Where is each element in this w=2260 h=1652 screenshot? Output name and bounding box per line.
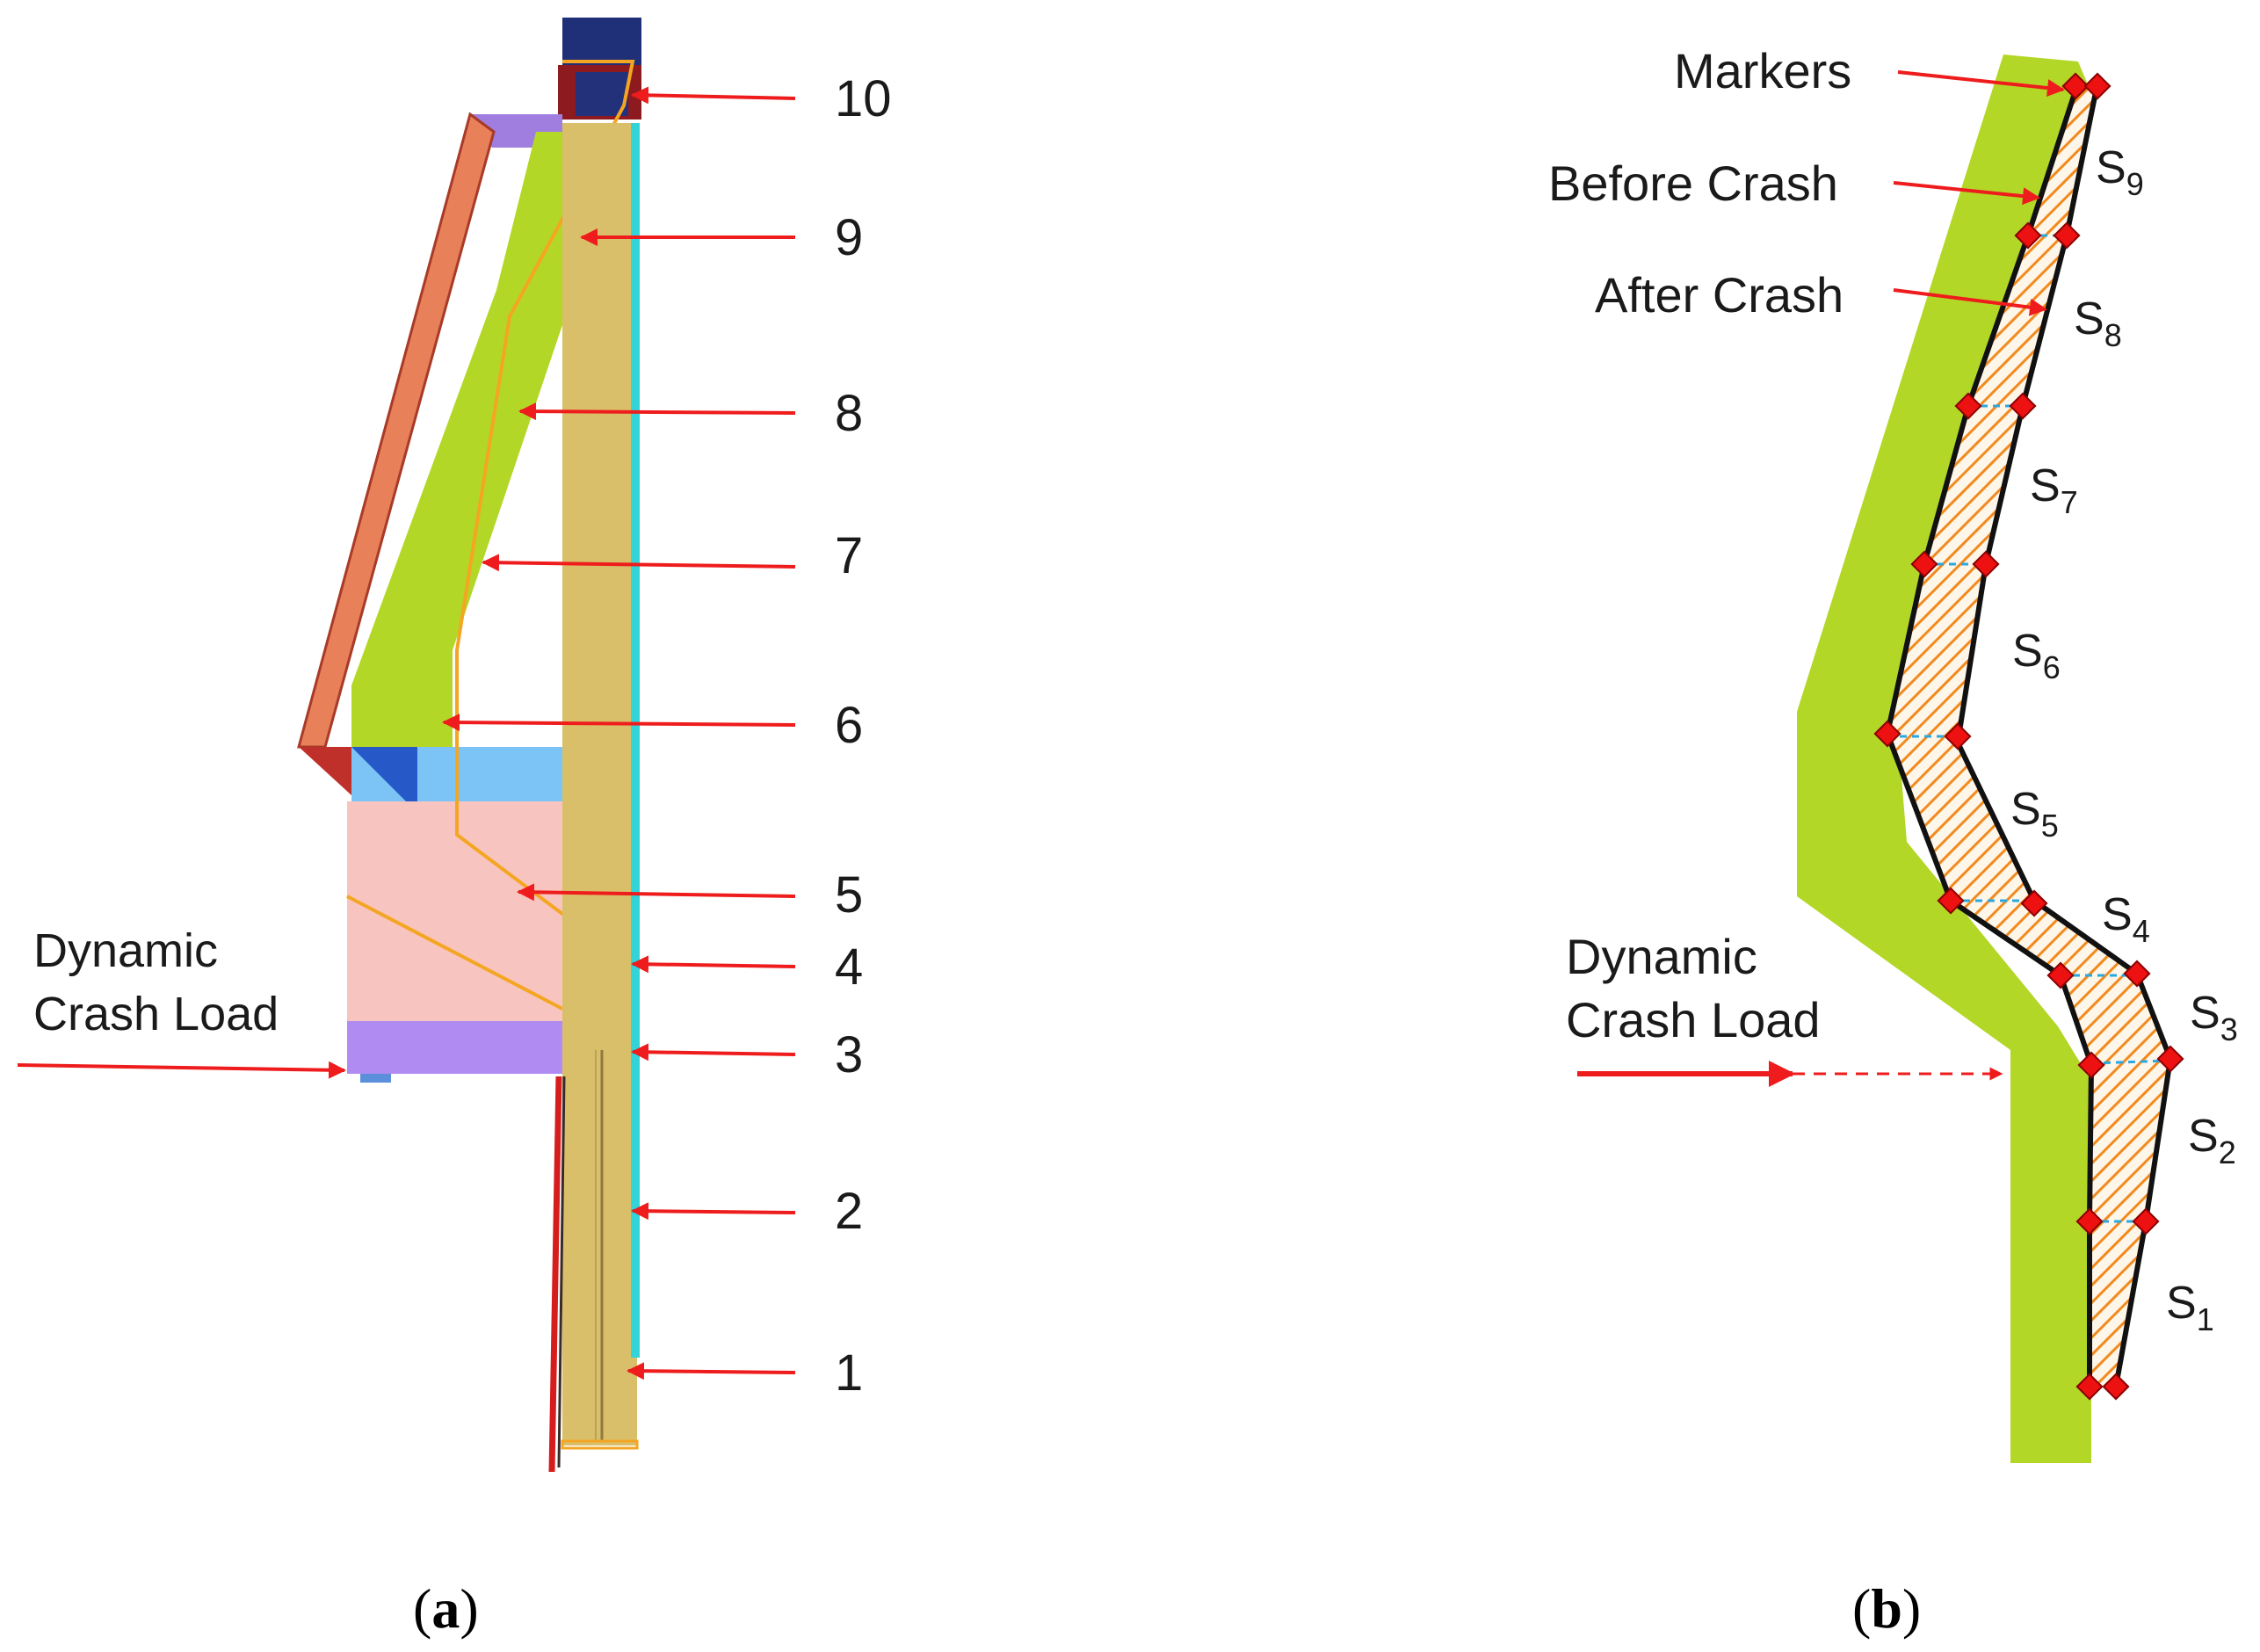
part-number-9: 9 <box>835 209 863 266</box>
arrow-part-10 <box>631 86 796 105</box>
orange-outline <box>455 60 635 968</box>
load-label-a-line2: Crash Load <box>33 988 279 1040</box>
marker <box>2102 1373 2130 1401</box>
marker <box>1910 550 1938 578</box>
marker <box>1972 550 2000 578</box>
green-beam <box>1797 54 2091 1463</box>
part-number-3: 3 <box>835 1026 863 1083</box>
arrow-part-1 <box>627 1362 796 1380</box>
arrow-after-crash <box>1893 288 2047 316</box>
marker <box>2009 392 2037 420</box>
load-label-b-line2: Crash Load <box>1566 992 1821 1047</box>
segment-label-s9: S9 <box>2096 142 2144 202</box>
cyan-strip <box>631 123 640 1358</box>
arrow-part-5 <box>517 883 796 902</box>
segment-label-s8: S8 <box>2074 293 2122 353</box>
part-number-4: 4 <box>835 938 863 996</box>
arrow-before-crash <box>1893 181 2040 206</box>
after-crash-line <box>1954 87 2174 1388</box>
panel-a-leader-arrows <box>17 86 796 1380</box>
before-crash-label: Before Crash <box>1548 156 1838 211</box>
marker <box>2046 961 2075 989</box>
marker <box>2132 1207 2160 1235</box>
arrow-load-a <box>17 1061 346 1079</box>
marker <box>2014 221 2042 250</box>
arrow-part-6 <box>442 714 796 732</box>
panel-a-part-numbers: 10 9 8 7 6 5 4 3 2 1 <box>835 70 892 1402</box>
panel-b-label-arrows <box>1577 70 2065 1087</box>
part-number-2: 2 <box>835 1183 863 1240</box>
part-number-10: 10 <box>835 70 892 127</box>
panel-b-drawing <box>1797 54 2184 1463</box>
marker <box>2053 221 2081 250</box>
arrow-markers <box>1897 70 2065 98</box>
marker <box>2075 1207 2104 1235</box>
arrow-part-2 <box>631 1202 796 1221</box>
segment-label-s6: S6 <box>2012 626 2061 685</box>
green-panel <box>351 132 562 747</box>
marker <box>2123 960 2151 988</box>
arrow-part-8 <box>518 402 796 421</box>
marker <box>2083 72 2112 100</box>
segment-label-s7: S7 <box>2030 460 2078 520</box>
caption-a: (a) <box>413 1577 479 1640</box>
segment-label-s3: S3 <box>2190 988 2238 1047</box>
orange-outline-2 <box>346 895 563 1011</box>
arrow-part-4 <box>631 955 796 974</box>
after-crash-label: After Crash <box>1595 267 1843 322</box>
segment-label-s4: S4 <box>2102 889 2150 949</box>
top-bracket-inner <box>576 72 628 116</box>
panel-a-drawing <box>297 18 641 1473</box>
connector <box>2090 1059 2171 1065</box>
marker <box>1954 392 1982 420</box>
load-label-a-line1: Dynamic <box>33 924 218 977</box>
pink-block <box>347 801 562 1021</box>
before-crash-line <box>1884 87 2095 1387</box>
blue-wedge <box>351 747 417 813</box>
marker <box>2077 1051 2105 1079</box>
marker <box>2156 1045 2184 1073</box>
marker <box>1944 722 1972 750</box>
caption-b-letter: b <box>1871 1577 1902 1640</box>
marker <box>2061 72 2090 100</box>
small-blue-foot <box>360 1074 391 1083</box>
part-number-7: 7 <box>835 527 863 584</box>
load-label-b-line1: Dynamic <box>1566 929 1757 984</box>
markers-label: Markers <box>1674 43 1851 98</box>
marker-diamonds <box>1873 72 2184 1401</box>
part-number-8: 8 <box>835 385 863 442</box>
segment-label-s1: S1 <box>2166 1278 2214 1337</box>
caption-b: (b) <box>1852 1577 1921 1640</box>
tan-column <box>562 123 637 1446</box>
column-base <box>561 1439 639 1450</box>
caption-a-letter: a <box>431 1577 460 1640</box>
arrow-part-7 <box>482 554 796 572</box>
marker <box>2020 889 2048 917</box>
red-vertical-rod <box>548 1076 562 1473</box>
marker <box>1937 887 1965 915</box>
marker <box>2075 1373 2104 1401</box>
marker <box>1873 720 1901 748</box>
dark-vertical-rod <box>557 1076 566 1468</box>
part-number-5: 5 <box>835 866 863 924</box>
arrow-part-3 <box>631 1043 796 1061</box>
segment-label-s2: S2 <box>2188 1111 2236 1170</box>
lavender-bar <box>347 1021 562 1074</box>
segment-label-s5: S5 <box>2010 784 2059 844</box>
part-number-6: 6 <box>835 697 863 754</box>
segment-labels: S9 S8 S7 S6 S5 S4 S3 S2 S1 <box>2010 142 2238 1337</box>
part-number-1: 1 <box>835 1344 863 1402</box>
